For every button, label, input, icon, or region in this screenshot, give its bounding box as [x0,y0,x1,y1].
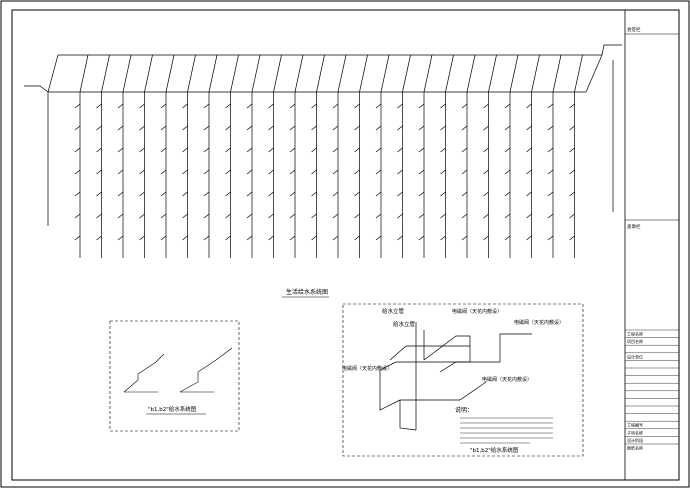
title-block-row-label: 设计单位 [627,353,643,359]
label-valve-right: 电磁阀（天花内敷设） [514,319,564,326]
title-block-row-label: 图纸名称 [627,445,643,451]
label-supply-2: 给水立管 [393,320,416,328]
riser [139,54,153,258]
riser [526,54,540,258]
riser [483,54,497,258]
riser [203,54,218,258]
riser [289,54,304,258]
right-inlet-pipe [601,44,622,56]
riser [569,54,583,258]
riser [225,54,239,258]
riser [418,54,433,258]
riser [160,54,175,258]
main-title: 生活给水系统图 [286,288,328,296]
left-slant [47,54,59,93]
title-block-row-label: 工程名称 [627,331,643,337]
riser [96,54,110,258]
riser [461,54,476,258]
riser [74,54,89,258]
riser [397,54,411,258]
label-supply-1: 给水立管 [382,307,405,315]
left-inlet-pipe [24,85,49,226]
detail-left-caption: "b1,b2"给水系统图 [148,405,197,413]
right-slant [585,54,603,93]
detail-left-pipe-b [179,347,233,393]
notes-title: 说明： [455,406,473,414]
notes-lines [460,417,553,444]
main-water-supply-diagram [24,44,622,258]
title-block-row-label: 工程编号 [627,422,643,428]
detail-box-right: 给水立管 给水立管 电磁阀（天花内敷设） 电磁阀（天花内敷设） 电磁阀（天花内敷… [342,303,584,457]
riser [547,54,562,258]
inner-border [11,9,680,481]
riser [332,54,347,258]
riser [440,54,454,258]
detail-left-pipe-a [123,353,165,393]
title-field-1: 会签栏 [627,26,641,33]
riser [268,54,282,258]
label-valve-mid: 电磁阀（天花内敷设） [482,376,532,383]
riser [311,54,325,258]
label-valve-top: 电磁阀（天花内敷设） [452,308,502,315]
title-block-row-label: 项目名称 [627,338,643,344]
title-block-row-label: 子项名称 [627,429,643,435]
title-field-2: 盖章栏 [627,223,641,230]
riser [182,54,196,258]
riser [246,54,261,258]
label-valve-left: 电磁阀（天花内敷设） [342,365,392,372]
riser [504,54,519,258]
riser [354,54,368,258]
riser [375,54,390,258]
detail-box-left: "b1,b2"给水系统图 [109,320,240,432]
detail-right-caption: "b1,b2"给水系统图 [470,446,519,454]
title-block-row-label: 设计阶段 [627,437,643,443]
riser [117,54,132,258]
